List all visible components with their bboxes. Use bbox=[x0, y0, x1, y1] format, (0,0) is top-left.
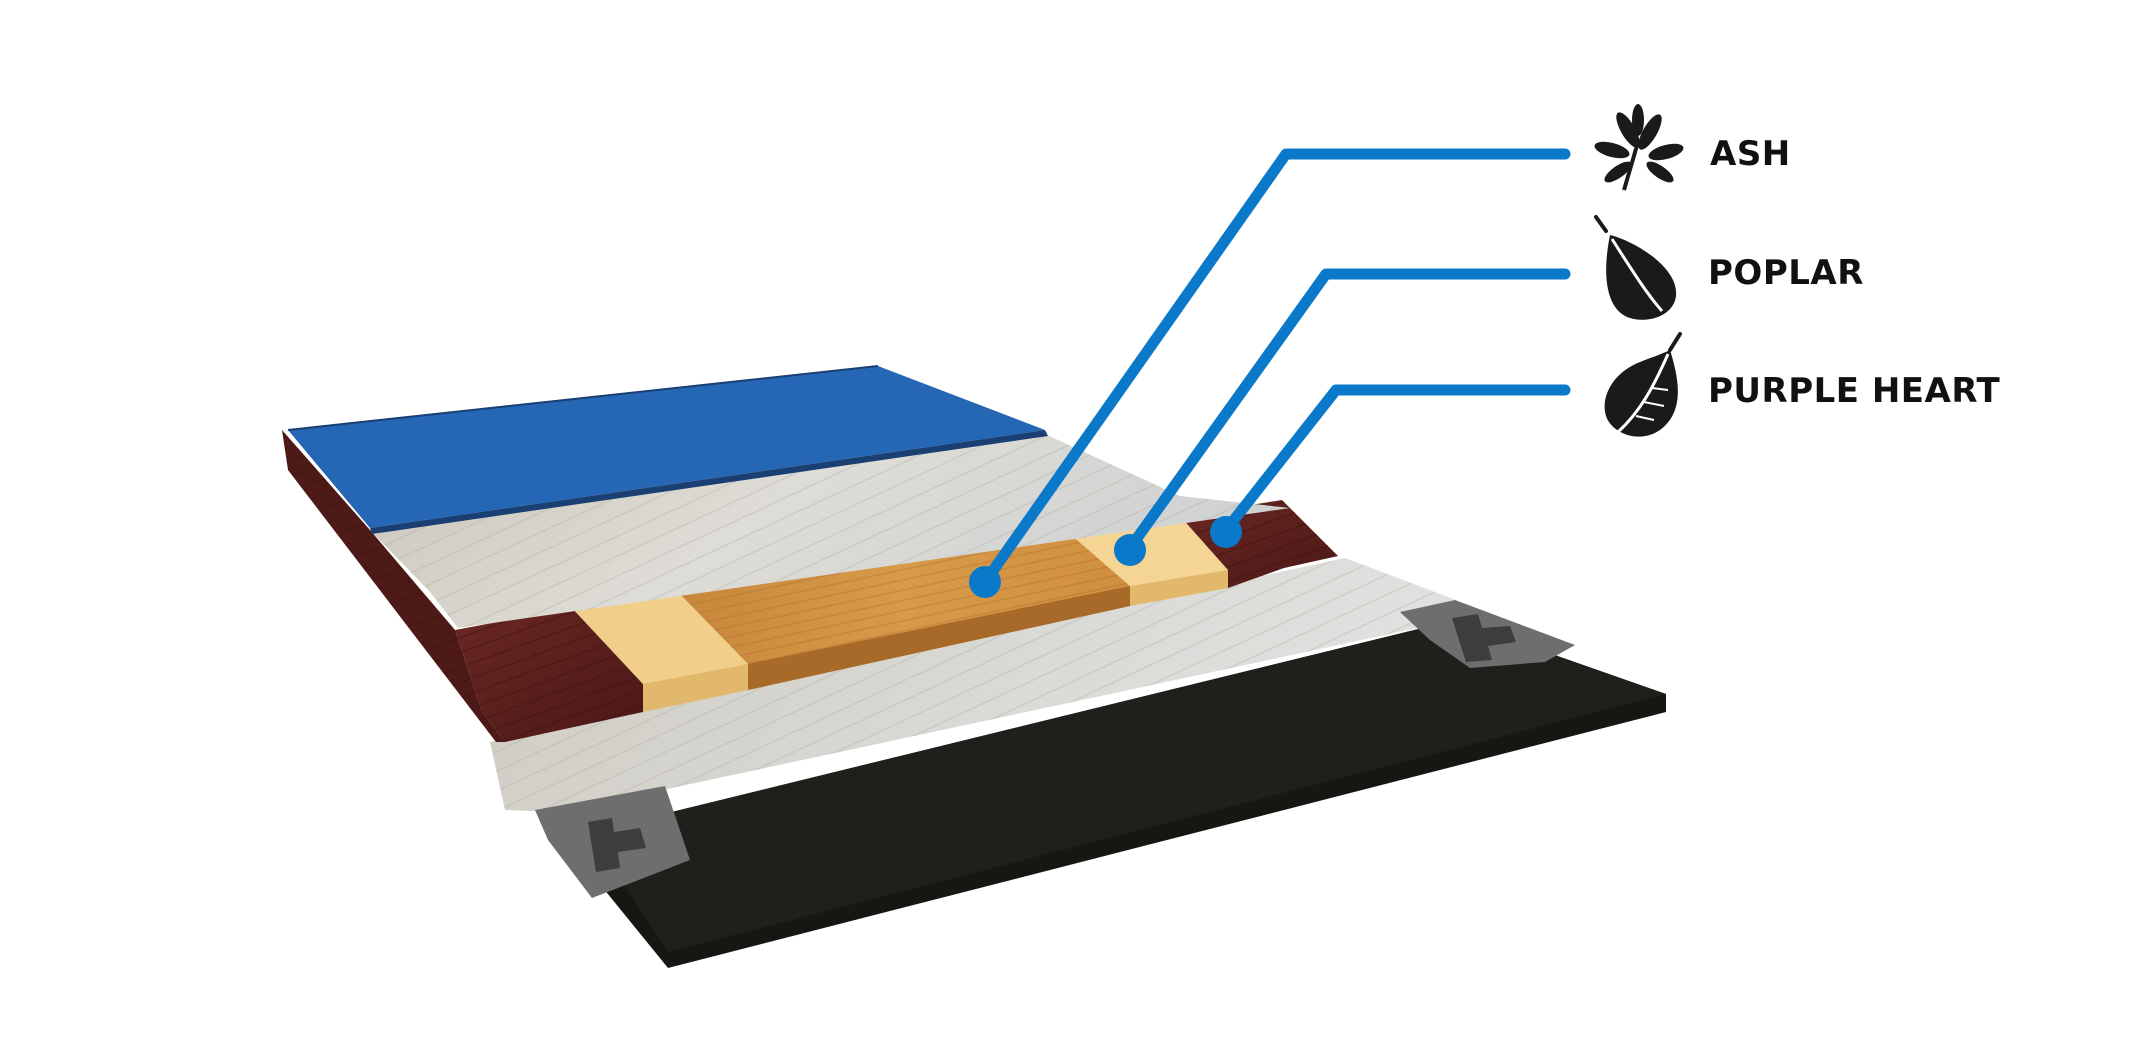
lower-fiber-grain bbox=[490, 558, 1456, 812]
ash-leaf-icon bbox=[1594, 104, 1684, 191]
poplar-left-side bbox=[643, 664, 748, 712]
top-coat-edge bbox=[370, 430, 1048, 534]
callout-dots bbox=[969, 516, 1242, 598]
poplar-right-side bbox=[1130, 570, 1228, 606]
ash-center-grain bbox=[676, 532, 1130, 690]
callout-line-purple-heart bbox=[1220, 384, 1571, 536]
purple-heart-left-grain bbox=[455, 608, 643, 742]
callout-line-ash bbox=[979, 148, 1571, 588]
legend-label-purple-heart: PURPLE HEART bbox=[1708, 371, 2001, 411]
floor-cross-section bbox=[282, 365, 1666, 968]
left-outer-edge-grain bbox=[282, 430, 505, 742]
callout-line-poplar bbox=[1124, 268, 1571, 554]
top-coat-layer bbox=[288, 366, 1045, 528]
callout-dot-purple-heart bbox=[1210, 516, 1242, 548]
callout-dot-ash bbox=[969, 566, 1001, 598]
legend-label-ash: ASH bbox=[1710, 134, 1791, 174]
legend-label-poplar: POPLAR bbox=[1708, 253, 1864, 293]
base-layer-top bbox=[590, 620, 1666, 952]
top-coat-outline bbox=[287, 365, 879, 431]
callout-dot-poplar bbox=[1114, 534, 1146, 566]
callout-lines bbox=[979, 148, 1571, 588]
right-connector-slot bbox=[1452, 614, 1516, 662]
poplar-leaf-icon bbox=[1594, 215, 1677, 320]
purple-heart-leaf-icon bbox=[1604, 332, 1682, 437]
legend: ASH POPLAR PURPLE HEART bbox=[1594, 104, 2001, 437]
ash-center-side bbox=[748, 586, 1130, 690]
left-connector-slot bbox=[588, 818, 646, 872]
